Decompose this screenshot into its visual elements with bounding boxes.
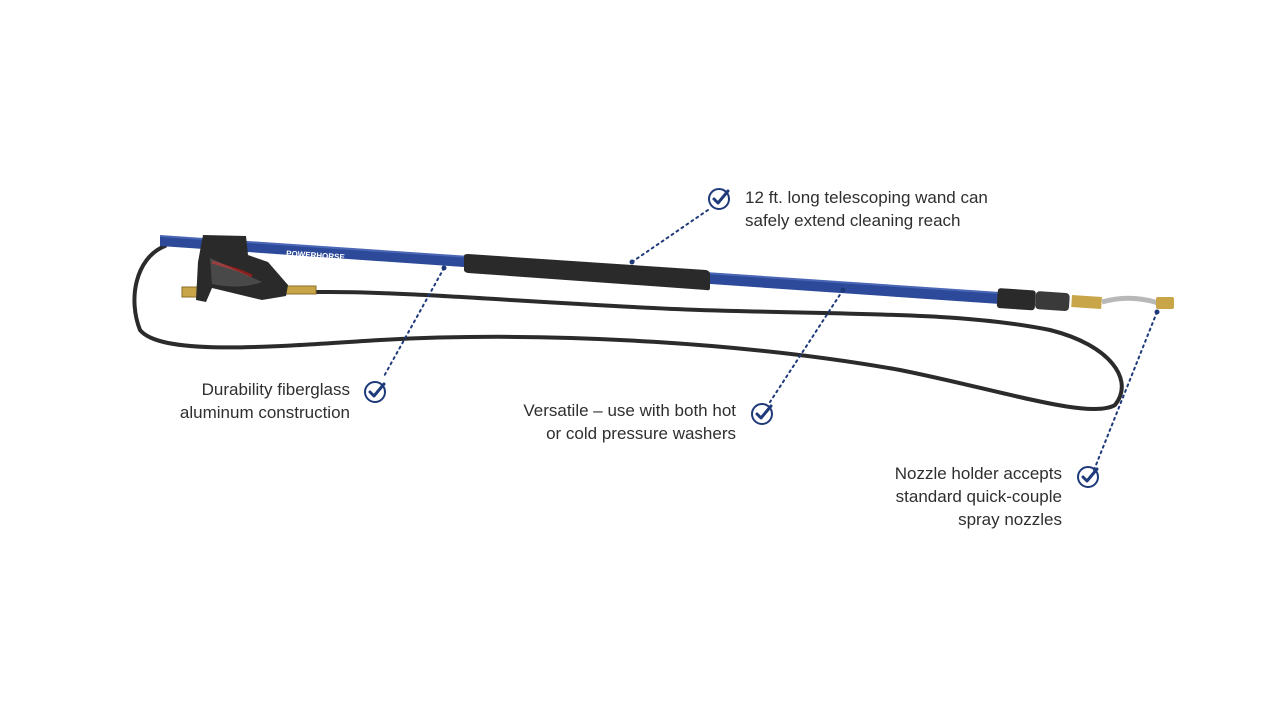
nozzle-holder [1156,297,1174,309]
callout-line: aluminum construction [179,403,350,422]
hose [132,244,1124,412]
check-circle-icon [708,188,730,210]
leader-line-telescoping [631,209,709,263]
foam-grip [464,254,710,291]
callout-line: Durability fiberglass [201,380,350,399]
spray-lance [1101,295,1159,306]
swivel-connector [996,288,1036,311]
callout-line: spray nozzles [958,510,1062,529]
callout-telescoping: 12 ft. long telescoping wand can safely … [745,186,988,232]
callout-line: 12 ft. long telescoping wand can [745,188,988,207]
callout-line: or cold pressure washers [546,424,736,443]
callout-durability: Durability fiberglass aluminum construct… [180,378,350,424]
check-circle-icon [751,403,773,425]
callout-line: safely extend cleaning reach [745,211,961,230]
brand-label: POWERHORSE [286,249,346,262]
callout-line: standard quick-couple [895,487,1062,506]
trigger-gun [196,235,288,302]
callout-nozzle: Nozzle holder accepts standard quick-cou… [895,462,1062,531]
leader-line-nozzle [1093,311,1158,471]
leader-line-versatile [769,289,844,403]
callout-versatile: Versatile – use with both hot or cold pr… [523,399,736,445]
check-circle-icon [364,381,386,403]
leader-line-durability [382,267,445,379]
check-circle-icon [1077,466,1099,488]
callout-line: Nozzle holder accepts [894,464,1062,483]
callout-line: Versatile – use with both hot [523,401,736,420]
inlet-fitting [181,286,199,298]
